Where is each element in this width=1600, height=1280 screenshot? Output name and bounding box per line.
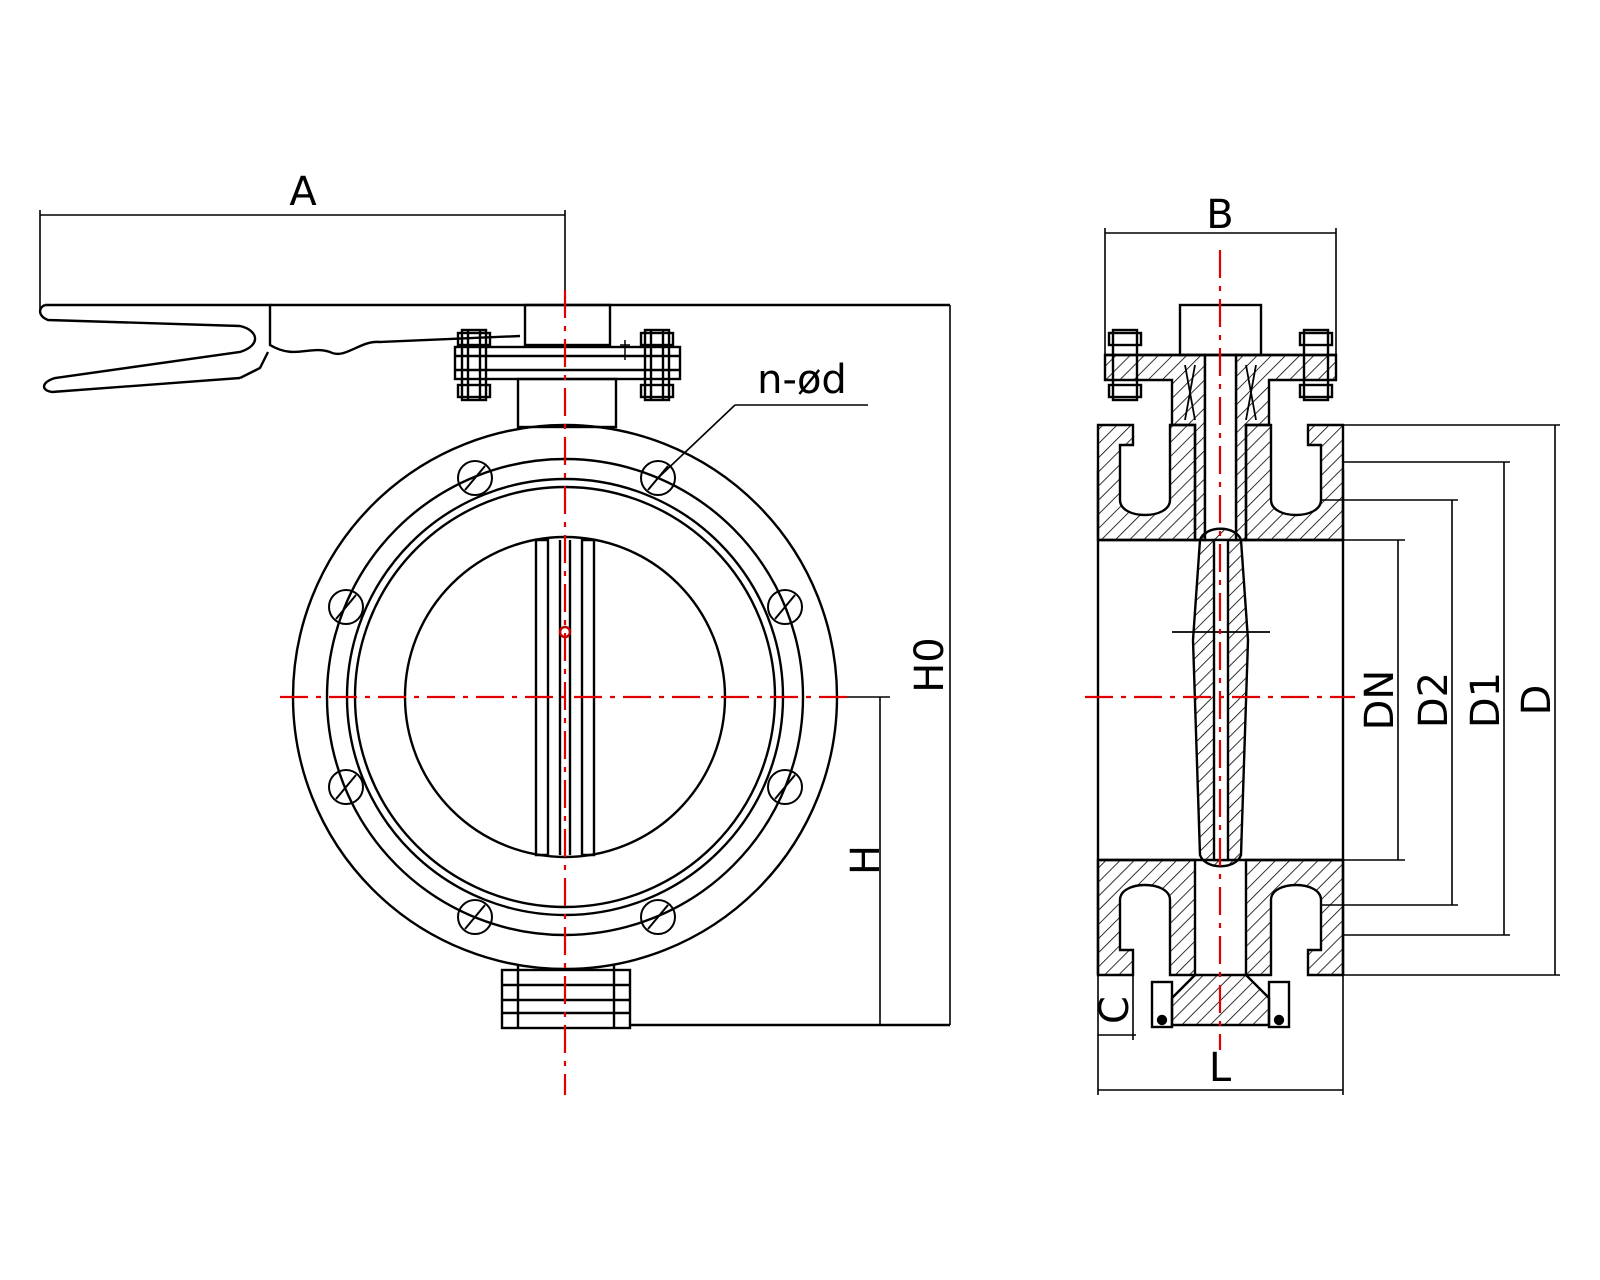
label-L: L <box>1208 1045 1232 1091</box>
section-bottom-right <box>1244 858 1345 977</box>
bottom-bolts <box>1150 980 1291 1029</box>
label-C: C <box>1092 996 1138 1024</box>
label-A: A <box>289 169 317 215</box>
leader-n-d <box>657 404 868 479</box>
label-B: B <box>1206 192 1234 238</box>
side-view <box>1096 228 1560 1095</box>
top-mounting <box>453 303 682 429</box>
label-H0: H0 <box>907 637 953 693</box>
bottom-boss <box>500 965 950 1030</box>
label-n-d: n-ød <box>757 357 847 403</box>
dim-diameters <box>1321 424 1560 976</box>
packing <box>1184 364 1257 421</box>
label-D1: D1 <box>1463 671 1509 729</box>
dim-A <box>39 210 566 310</box>
side-centerlines <box>1085 250 1355 1050</box>
bolt-holes <box>328 460 803 935</box>
section-top-left <box>1096 423 1197 542</box>
front-centerlines <box>280 290 850 1095</box>
label-D2: D2 <box>1411 671 1457 729</box>
top-bolt-left <box>456 328 492 402</box>
front-view <box>38 210 951 1030</box>
label-H: H <box>843 844 889 876</box>
section-top-right <box>1244 423 1345 542</box>
dim-C <box>1098 975 1136 1040</box>
side-bolt-right <box>1298 328 1334 402</box>
dim-B <box>1104 228 1337 380</box>
label-DN: DN <box>1357 669 1403 731</box>
disc-stem <box>534 538 596 857</box>
label-D: D <box>1514 684 1560 716</box>
top-bolt-right <box>639 328 675 402</box>
section-bottom-left <box>1096 858 1197 977</box>
side-bolt-left <box>1107 328 1143 402</box>
